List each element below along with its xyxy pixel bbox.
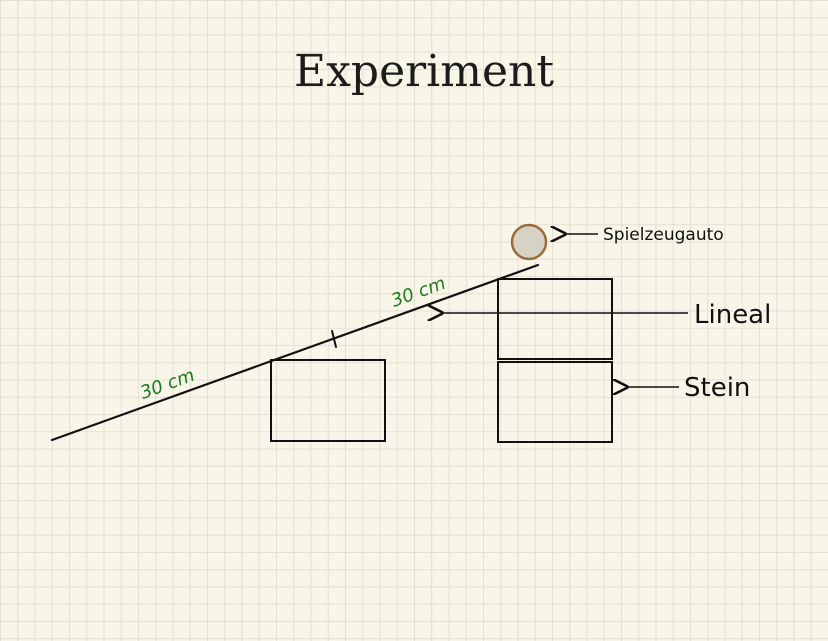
- page-title: Experiment: [294, 46, 554, 97]
- stone-block-bottom: [497, 361, 613, 443]
- stone-block-top: [497, 278, 613, 360]
- ruler-midpoint-tick: [331, 330, 337, 348]
- ruler-ramp: [50, 263, 540, 442]
- toy-car: [510, 223, 548, 261]
- ruler-label: Lineal: [694, 300, 771, 330]
- car-label: Spielzeugauto: [603, 225, 724, 245]
- stone-label: Stein: [684, 373, 750, 403]
- support-block: [270, 359, 386, 442]
- measurement-upper-label: 30 cm: [389, 273, 449, 312]
